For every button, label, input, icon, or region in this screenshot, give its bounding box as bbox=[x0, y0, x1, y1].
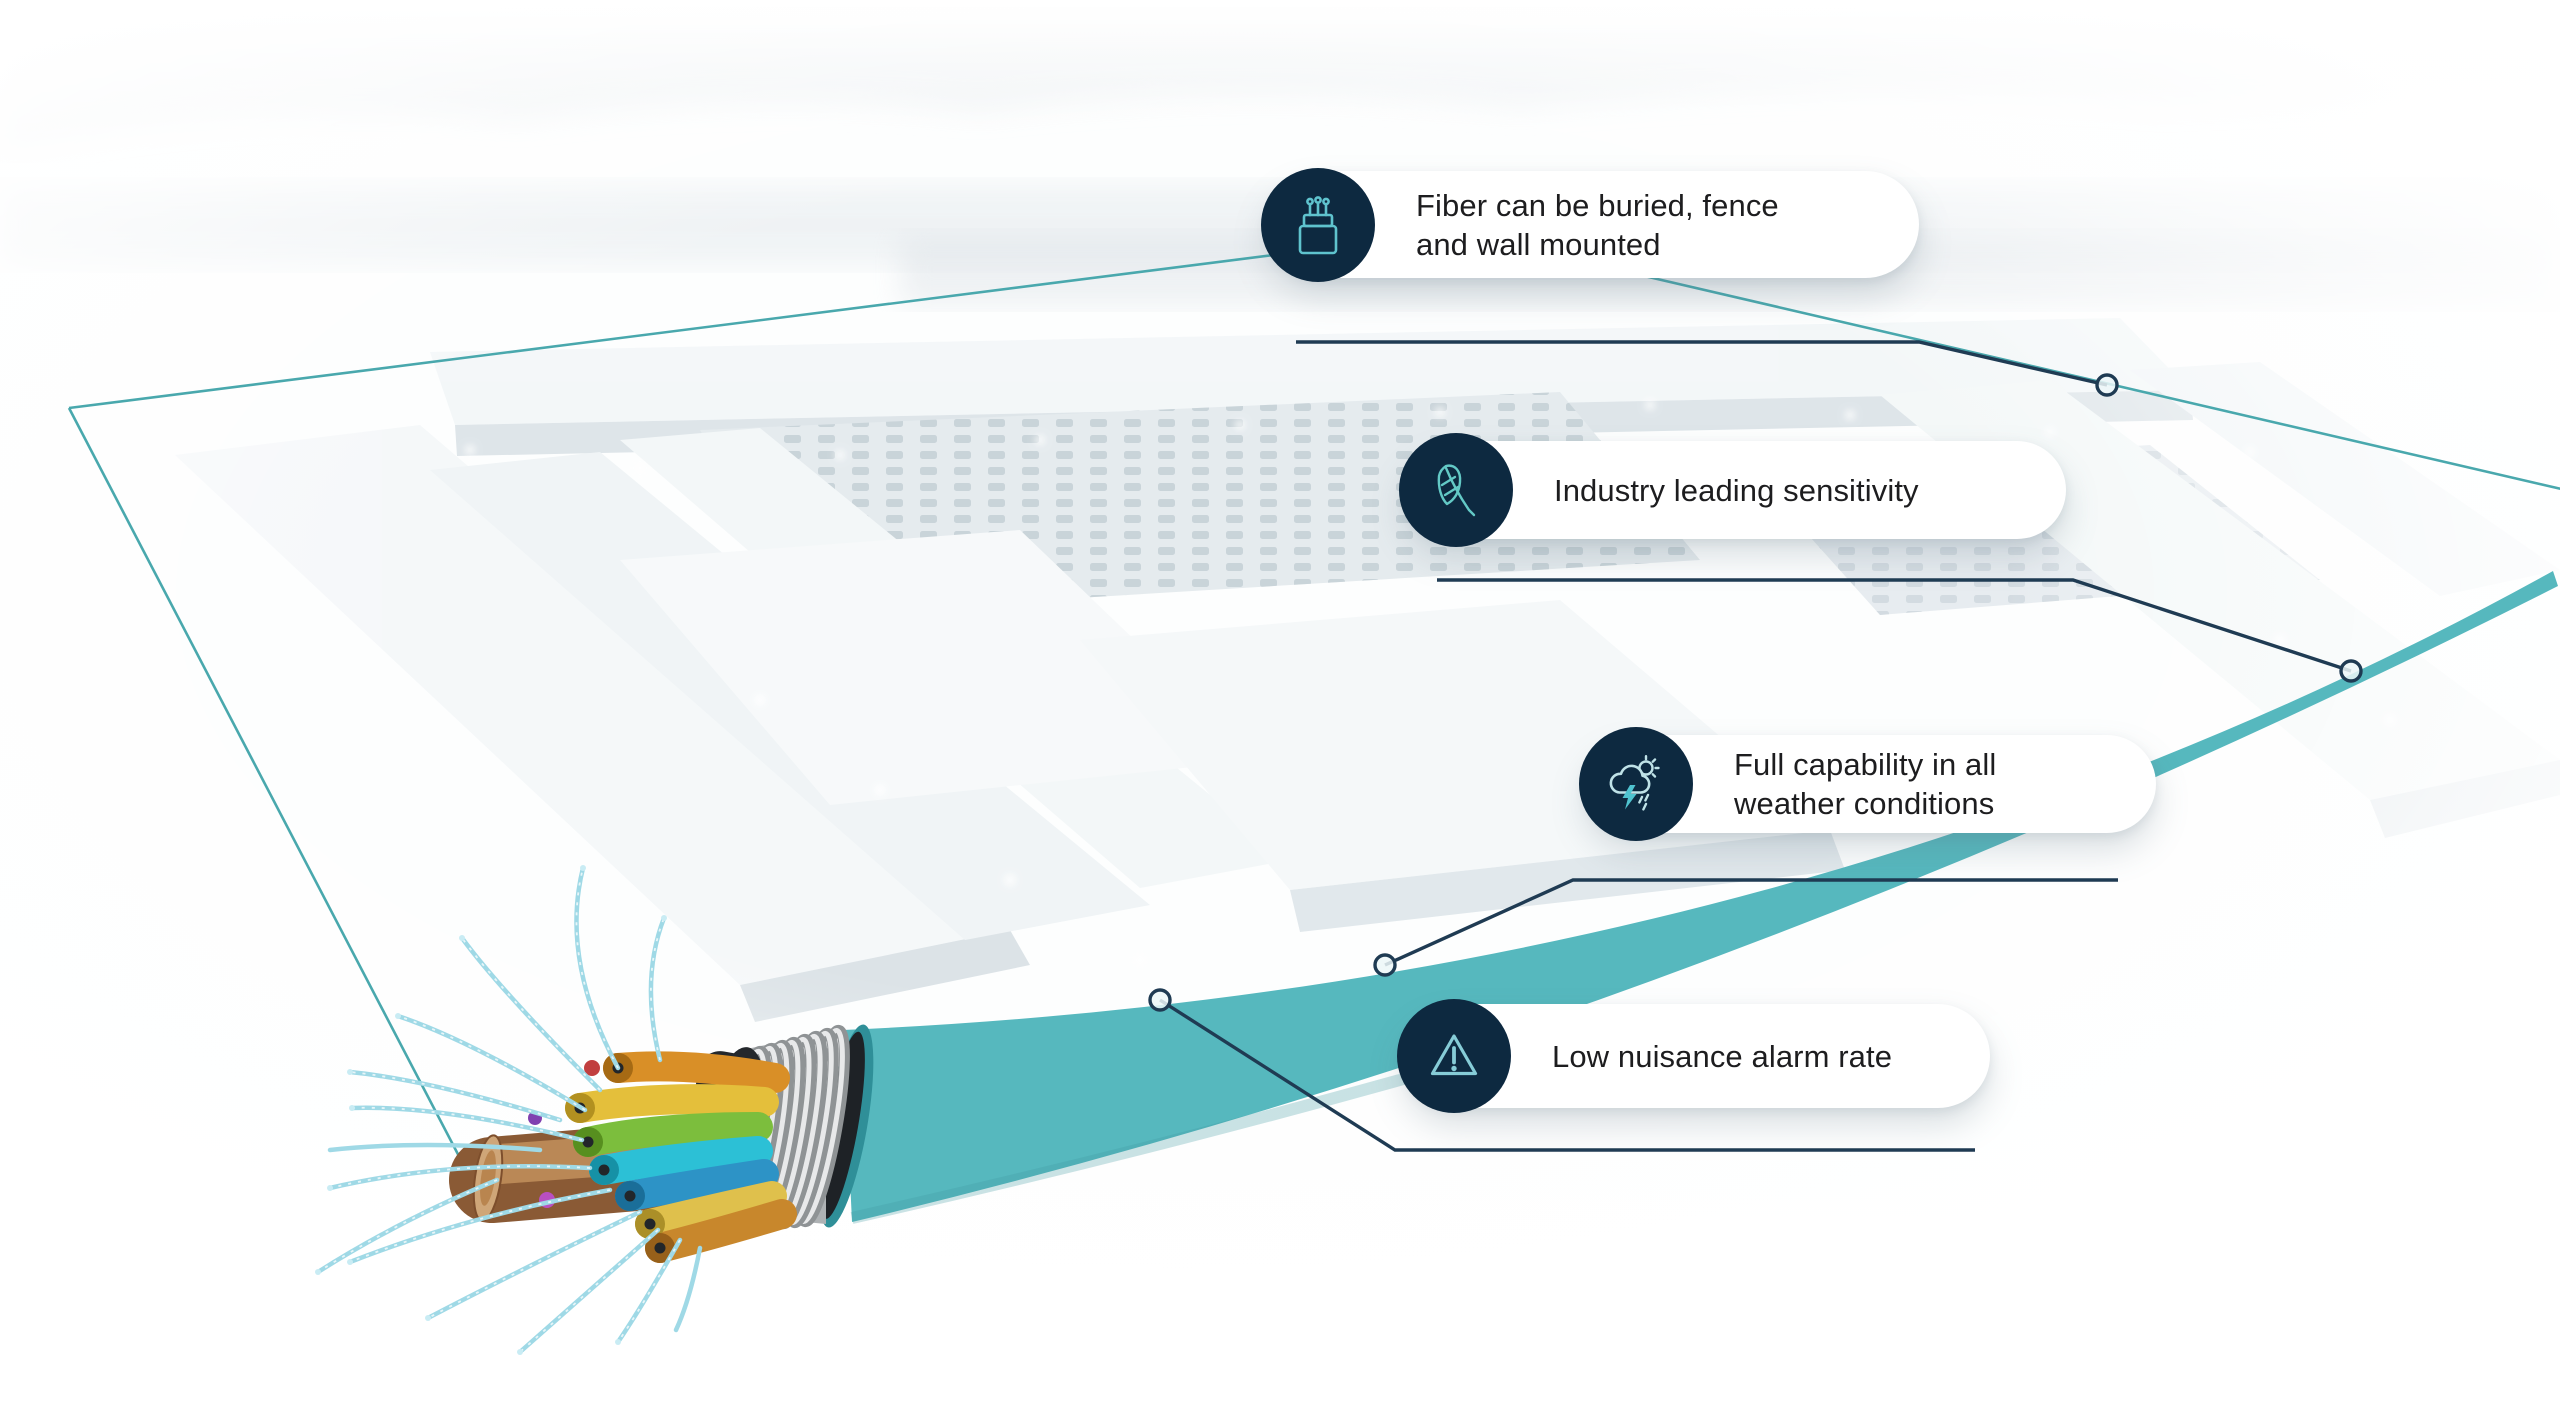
callout-label-line: Fiber can be buried, fence bbox=[1416, 187, 1779, 223]
callout-pill-alarm: Low nuisance alarm rate bbox=[1397, 999, 1990, 1113]
leader-lines bbox=[1159, 340, 2352, 1152]
storm-cloud-icon bbox=[1579, 727, 1693, 841]
callout-label-line: Industry leading sensitivity bbox=[1554, 472, 1919, 508]
callout-label-line: Low nuisance alarm rate bbox=[1552, 1038, 1893, 1074]
leader-node-sensitivity bbox=[2339, 659, 2363, 683]
perimeter-edge-bottom-left bbox=[67, 407, 464, 1163]
callout-label: Fiber can be buried, fence and wall moun… bbox=[1416, 186, 1779, 264]
fiber-cable-icon bbox=[1261, 167, 1375, 282]
perimeter-edge-top-left bbox=[68, 230, 1456, 410]
leader-node-alarm bbox=[1148, 988, 1172, 1012]
leader-node-buried bbox=[2095, 373, 2119, 397]
leader-nodes bbox=[1148, 373, 2363, 1012]
fiber-strands bbox=[315, 865, 703, 1355]
callout-label-line: Full capability in all bbox=[1734, 747, 1997, 782]
callout-label-line: weather conditions bbox=[1734, 786, 1995, 821]
callout-label: Full capability in all weather condition… bbox=[1734, 745, 1996, 823]
leader-line-alarm bbox=[1159, 998, 1975, 1152]
callout-pill-weather: Full capability in all weather condition… bbox=[1579, 727, 2156, 841]
fiber-cable-illustration bbox=[315, 865, 874, 1355]
warning-triangle-icon bbox=[1397, 999, 1511, 1113]
leader-line-buried bbox=[1296, 340, 2108, 387]
leader-node-weather bbox=[1373, 953, 1397, 977]
sensor-cable-band bbox=[843, 571, 2558, 1222]
leader-line-sensitivity bbox=[1437, 578, 2352, 673]
callout-label: Industry leading sensitivity bbox=[1554, 471, 1919, 510]
callout-pill-sensitivity: Industry leading sensitivity bbox=[1399, 433, 2066, 547]
callout-label-line: and wall mounted bbox=[1416, 226, 1661, 262]
leader-line-weather bbox=[1384, 878, 2118, 967]
callout-label: Low nuisance alarm rate bbox=[1552, 1037, 1892, 1076]
feather-icon bbox=[1399, 433, 1513, 547]
callout-pill-buried: Fiber can be buried, fence and wall moun… bbox=[1261, 167, 1919, 282]
